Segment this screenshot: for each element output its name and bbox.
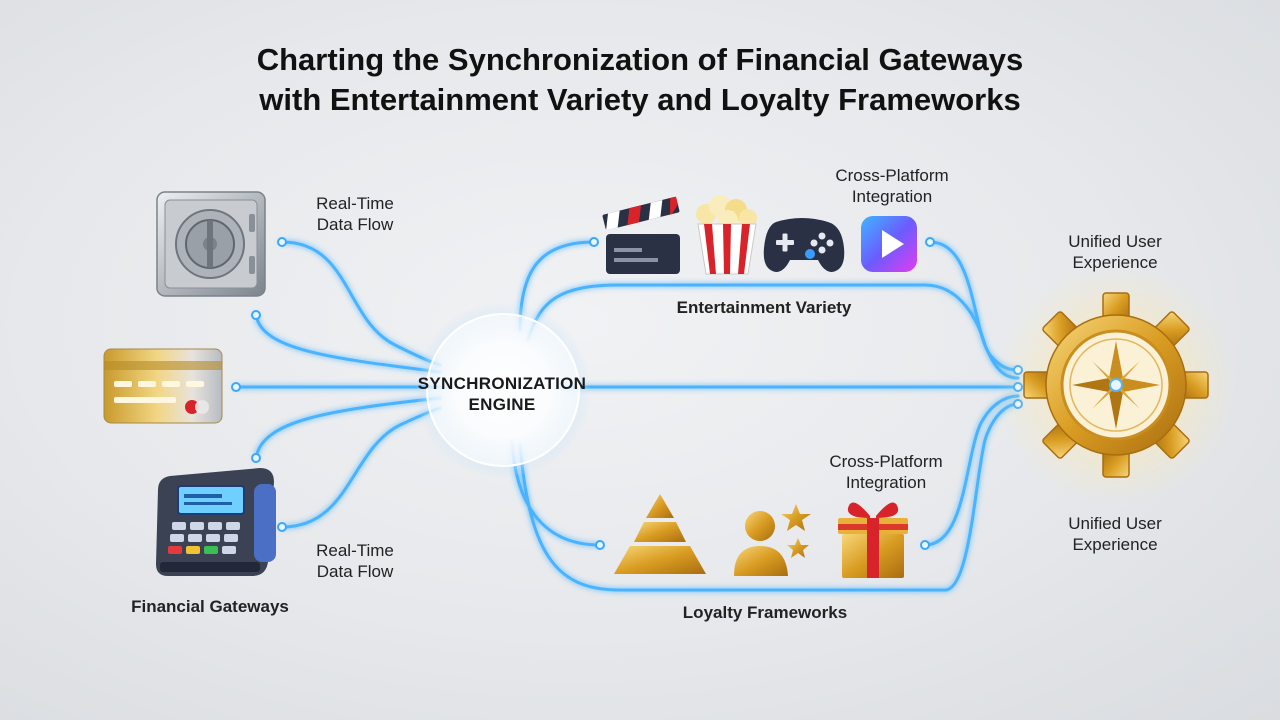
endpoint-card (231, 382, 241, 392)
synchronization-engine (415, 302, 591, 478)
play-button-icon (861, 216, 917, 272)
flow-line-engine-entertainment-bus (526, 283, 1020, 380)
gift-box-icon (838, 502, 908, 578)
endpoint-terminal-upper (251, 453, 261, 463)
endpoint-vault-lower (251, 310, 261, 320)
credit-card-icon (103, 348, 223, 424)
user-star-icon (734, 504, 811, 576)
endpoint-vault-upper (277, 237, 287, 247)
endpoint-loyalty-in (595, 540, 605, 550)
flow-line-terminal-lower (280, 406, 442, 529)
label-data-flow-top: Real-Time Data Flow (316, 194, 394, 234)
endpoint-terminal-lower (277, 522, 287, 532)
synchronization-engine-label: SYNCHRONIZATION ENGINE (417, 374, 587, 414)
label-entertainment-variety: Entertainment Variety (676, 298, 852, 317)
label-data-flow-bottom: Real-Time Data Flow (316, 541, 394, 581)
label-integration-top: Cross-Platform Integration (835, 166, 949, 206)
endpoint-entertainment-out (925, 237, 935, 247)
label-financial-gateways: Financial Gateways (131, 597, 289, 616)
pyramid-tier-icon (614, 494, 706, 574)
label-loyalty-frameworks: Loyalty Frameworks (682, 603, 848, 622)
endpoint-entertainment-in (589, 237, 599, 247)
endpoint-loyalty-out (920, 540, 930, 550)
vault-icon (156, 191, 266, 297)
popcorn-icon (696, 195, 757, 275)
label-integration-bottom: Cross-Platform Integration (829, 452, 943, 492)
title-line-2: with Entertainment Variety and Loyalty F… (259, 82, 1021, 117)
diagram-title: Charting the Synchronization of Financia… (0, 40, 1280, 120)
flow-line-engine-loyalty-bus (518, 402, 1020, 592)
flow-line-terminal-upper (254, 396, 442, 460)
flow-line-vault-upper (280, 240, 442, 367)
label-ux-bottom: Unified User Experience (1068, 514, 1162, 554)
flow-line-vault-lower (254, 313, 442, 374)
payment-terminal-icon (156, 468, 276, 576)
title-line-1: Charting the Synchronization of Financia… (256, 42, 1024, 77)
gamepad-icon (763, 218, 845, 272)
gear-compass-icon (996, 265, 1236, 505)
label-ux-top: Unified User Experience (1068, 232, 1162, 272)
clapperboard-icon (602, 196, 680, 274)
